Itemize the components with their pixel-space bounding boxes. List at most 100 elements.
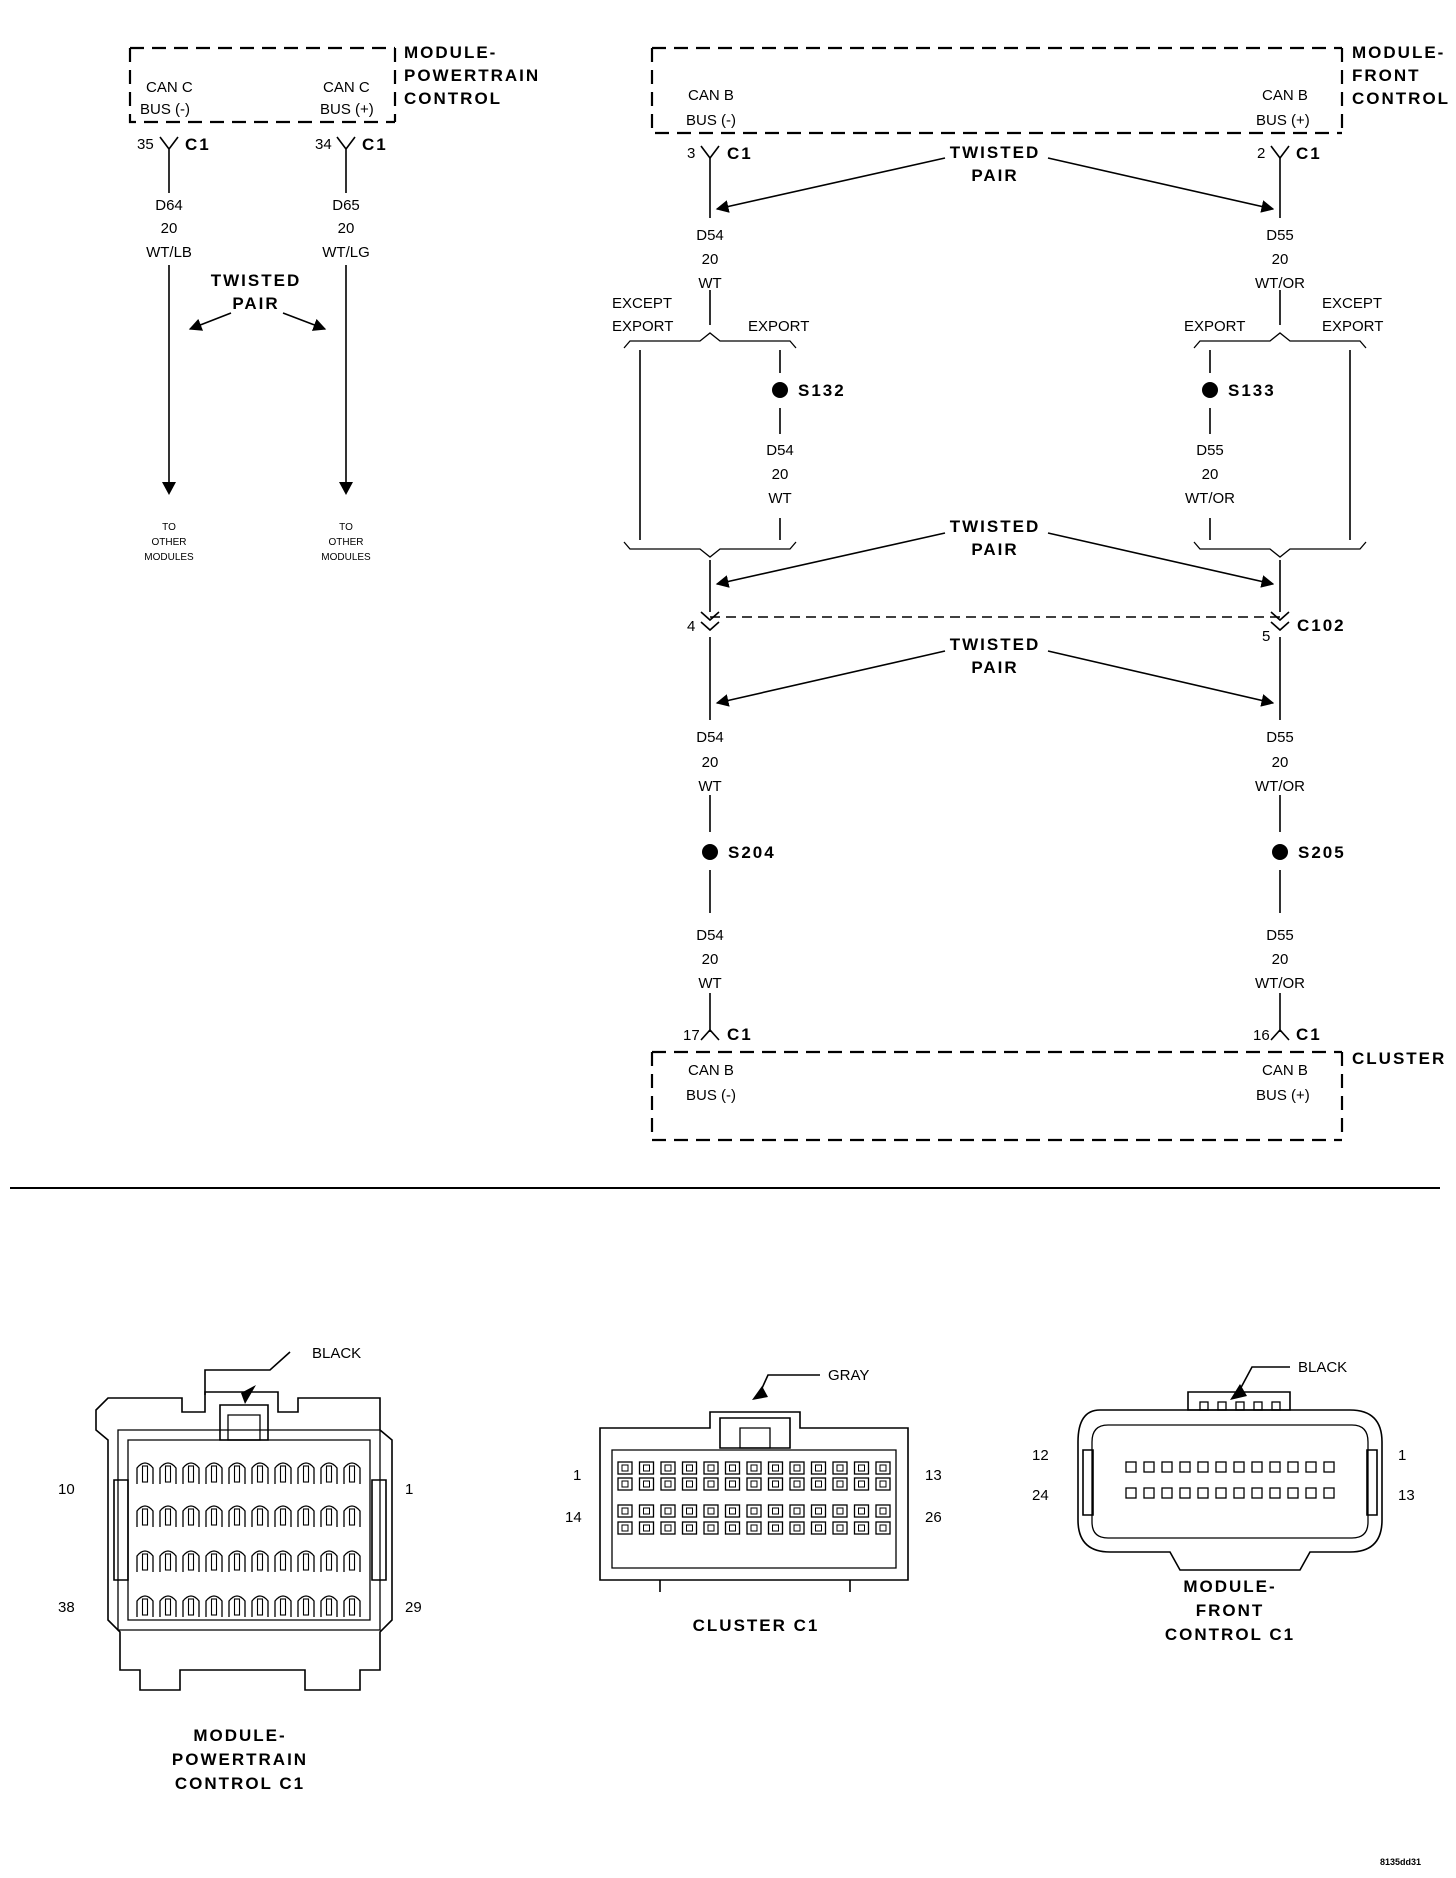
pcm-connector-pos: C1	[362, 135, 388, 154]
pcm-twisted-arrow-right	[282, 312, 327, 331]
pcm-c1-terminal	[302, 1465, 310, 1483]
pcm-c1-terminal	[233, 1598, 241, 1616]
cluster-c1-terminal	[621, 1464, 629, 1472]
pcm-wire-pos-code: D65	[332, 197, 360, 214]
pcm-neg-arrowhead	[162, 482, 176, 495]
pcm-pin-pos: 34	[315, 136, 332, 153]
pcm-c1-terminal	[164, 1553, 172, 1571]
cluster-c1-cavity	[832, 1521, 848, 1535]
cluster-c1-cavity	[789, 1521, 805, 1535]
cluster-c1-cavity	[767, 1477, 784, 1491]
pcm-c1-terminal	[141, 1508, 149, 1526]
pcm-to-other-neg-3: MODULES	[144, 552, 194, 563]
cluster-c1-terminal	[793, 1464, 801, 1472]
pcm-c1-terminal	[233, 1465, 241, 1483]
cluster-c1-cavity	[617, 1477, 633, 1491]
cluster-c1-cavity	[724, 1461, 741, 1475]
fcm-c1-latch-tab	[1253, 1401, 1263, 1411]
pcm-c1-cavity	[228, 1595, 246, 1617]
cluster-can-pos-2: BUS (+)	[1256, 1087, 1310, 1104]
pcm-c1-cavity	[343, 1595, 361, 1617]
pcm-c1-cavity	[136, 1595, 154, 1617]
pcm-c1-cavity	[159, 1550, 177, 1572]
d54-export-color: WT	[768, 490, 791, 507]
pcm-c1-cavity	[136, 1462, 154, 1484]
s133-splice-dot	[1202, 382, 1218, 398]
cluster-c1-cavity	[703, 1504, 719, 1518]
cluster-c1-cavity	[832, 1504, 848, 1518]
fcm-c1-cavity	[1233, 1487, 1245, 1499]
fcm-c1-cavity	[1143, 1487, 1155, 1499]
pcm-c1-terminal	[325, 1598, 333, 1616]
pcm-c1-terminal	[141, 1553, 149, 1571]
cluster-c1-cavity	[789, 1461, 805, 1475]
cluster-c1-cavity	[853, 1461, 870, 1475]
fcm-label-2: FRONT	[1352, 66, 1421, 85]
cluster-c1-pin-26: 26	[925, 1509, 942, 1526]
pcm-c1-cavity	[182, 1462, 200, 1484]
d55-label-code-1: D55	[1266, 227, 1294, 244]
cluster-c1-cavity	[875, 1521, 891, 1535]
c102-label: C102	[1297, 616, 1346, 635]
d55-export-color: WT/OR	[1185, 490, 1235, 507]
cluster-c1-terminal	[729, 1464, 736, 1472]
twisted-pair-3-arrow-right	[1047, 650, 1275, 707]
pcm-c1-terminal	[348, 1553, 356, 1571]
cluster-c1-cavity	[703, 1461, 719, 1475]
cluster-c1-terminal	[621, 1480, 629, 1488]
twisted-pair-2-arrow-left	[715, 532, 946, 588]
cluster-c1-terminal	[707, 1524, 715, 1532]
pcm-c1-terminal	[210, 1598, 218, 1616]
d55-label-color-2: WT/OR	[1255, 778, 1305, 795]
cluster-c1-cavity	[724, 1504, 741, 1518]
fcm-pin2-terminal	[1270, 145, 1290, 160]
pcm-pos-arrowhead	[339, 482, 353, 495]
pcm-twisted-label-1: TWISTED	[211, 271, 302, 290]
fcm-c1-cavity	[1233, 1461, 1245, 1473]
fcm-c1-pin-24: 24	[1032, 1487, 1049, 1504]
fcm-c1-caption-1: MODULE-	[1183, 1577, 1276, 1596]
fcm-c1-cavity	[1269, 1461, 1281, 1473]
cluster-c1-terminal	[815, 1464, 822, 1472]
pcm-c1-cavity	[251, 1550, 269, 1572]
twisted-pair-3-arrow-left	[715, 650, 946, 707]
pcm-c1-terminal	[187, 1598, 195, 1616]
fcm-c1-cavity	[1179, 1461, 1191, 1473]
pcm-c1-cavity	[297, 1462, 315, 1484]
cluster-can-neg-2: BUS (-)	[686, 1087, 736, 1104]
cluster-c1-cavity	[660, 1521, 676, 1535]
pcm-pin34-wire	[336, 136, 356, 485]
fcm-c1-cavity	[1323, 1461, 1335, 1473]
fcm-c1-latch-tab	[1271, 1401, 1281, 1411]
except-export-right-2: EXPORT	[1322, 318, 1383, 335]
pcm-c1-terminal	[164, 1598, 172, 1616]
pcm-c1-terminal	[279, 1553, 287, 1571]
fcm-c1-cavity	[1125, 1461, 1137, 1473]
fcm-c1-cavity	[1143, 1461, 1155, 1473]
d54-label-color-2: WT	[698, 778, 721, 795]
twisted-pair-1-line1: TWISTED	[950, 143, 1041, 162]
fcm-c1-cavity	[1215, 1487, 1227, 1499]
fcm-c1-caption-2: FRONT	[1196, 1601, 1265, 1620]
can-b-wiring: D54 20 WT D55 20 WT/OR EXCEPT EXPORT EXP…	[612, 143, 1383, 1032]
cluster-c1-cavity	[832, 1461, 848, 1475]
cluster-section: 17 16 C1 C1 CLUSTER CAN B BUS (-) CAN B …	[650, 1025, 1446, 1142]
pcm-to-other-pos-1: TO	[339, 522, 353, 533]
pcm-pin35-wire	[159, 136, 179, 485]
cluster-c1-terminal	[772, 1524, 779, 1532]
right-top-brace	[1193, 332, 1367, 349]
pcm-c1-terminal	[187, 1508, 195, 1526]
cluster-label: CLUSTER	[1352, 1049, 1446, 1068]
left-bottom-brace	[623, 541, 797, 558]
cluster-c1-terminal	[729, 1480, 736, 1488]
twisted-pair-2-line1: TWISTED	[950, 517, 1041, 536]
cluster-c1-terminal	[664, 1507, 672, 1515]
cluster-pin16-terminal	[1270, 1028, 1290, 1041]
export-right: EXPORT	[1184, 318, 1245, 335]
pcm-c1-cavity	[320, 1505, 338, 1527]
pcm-c1-housing	[95, 1391, 393, 1691]
pcm-label-1: MODULE-	[404, 43, 497, 62]
cluster-c1-cavity	[617, 1504, 633, 1518]
pcm-c1-terminal	[256, 1508, 264, 1526]
d54-label-gauge-2: 20	[702, 754, 719, 771]
